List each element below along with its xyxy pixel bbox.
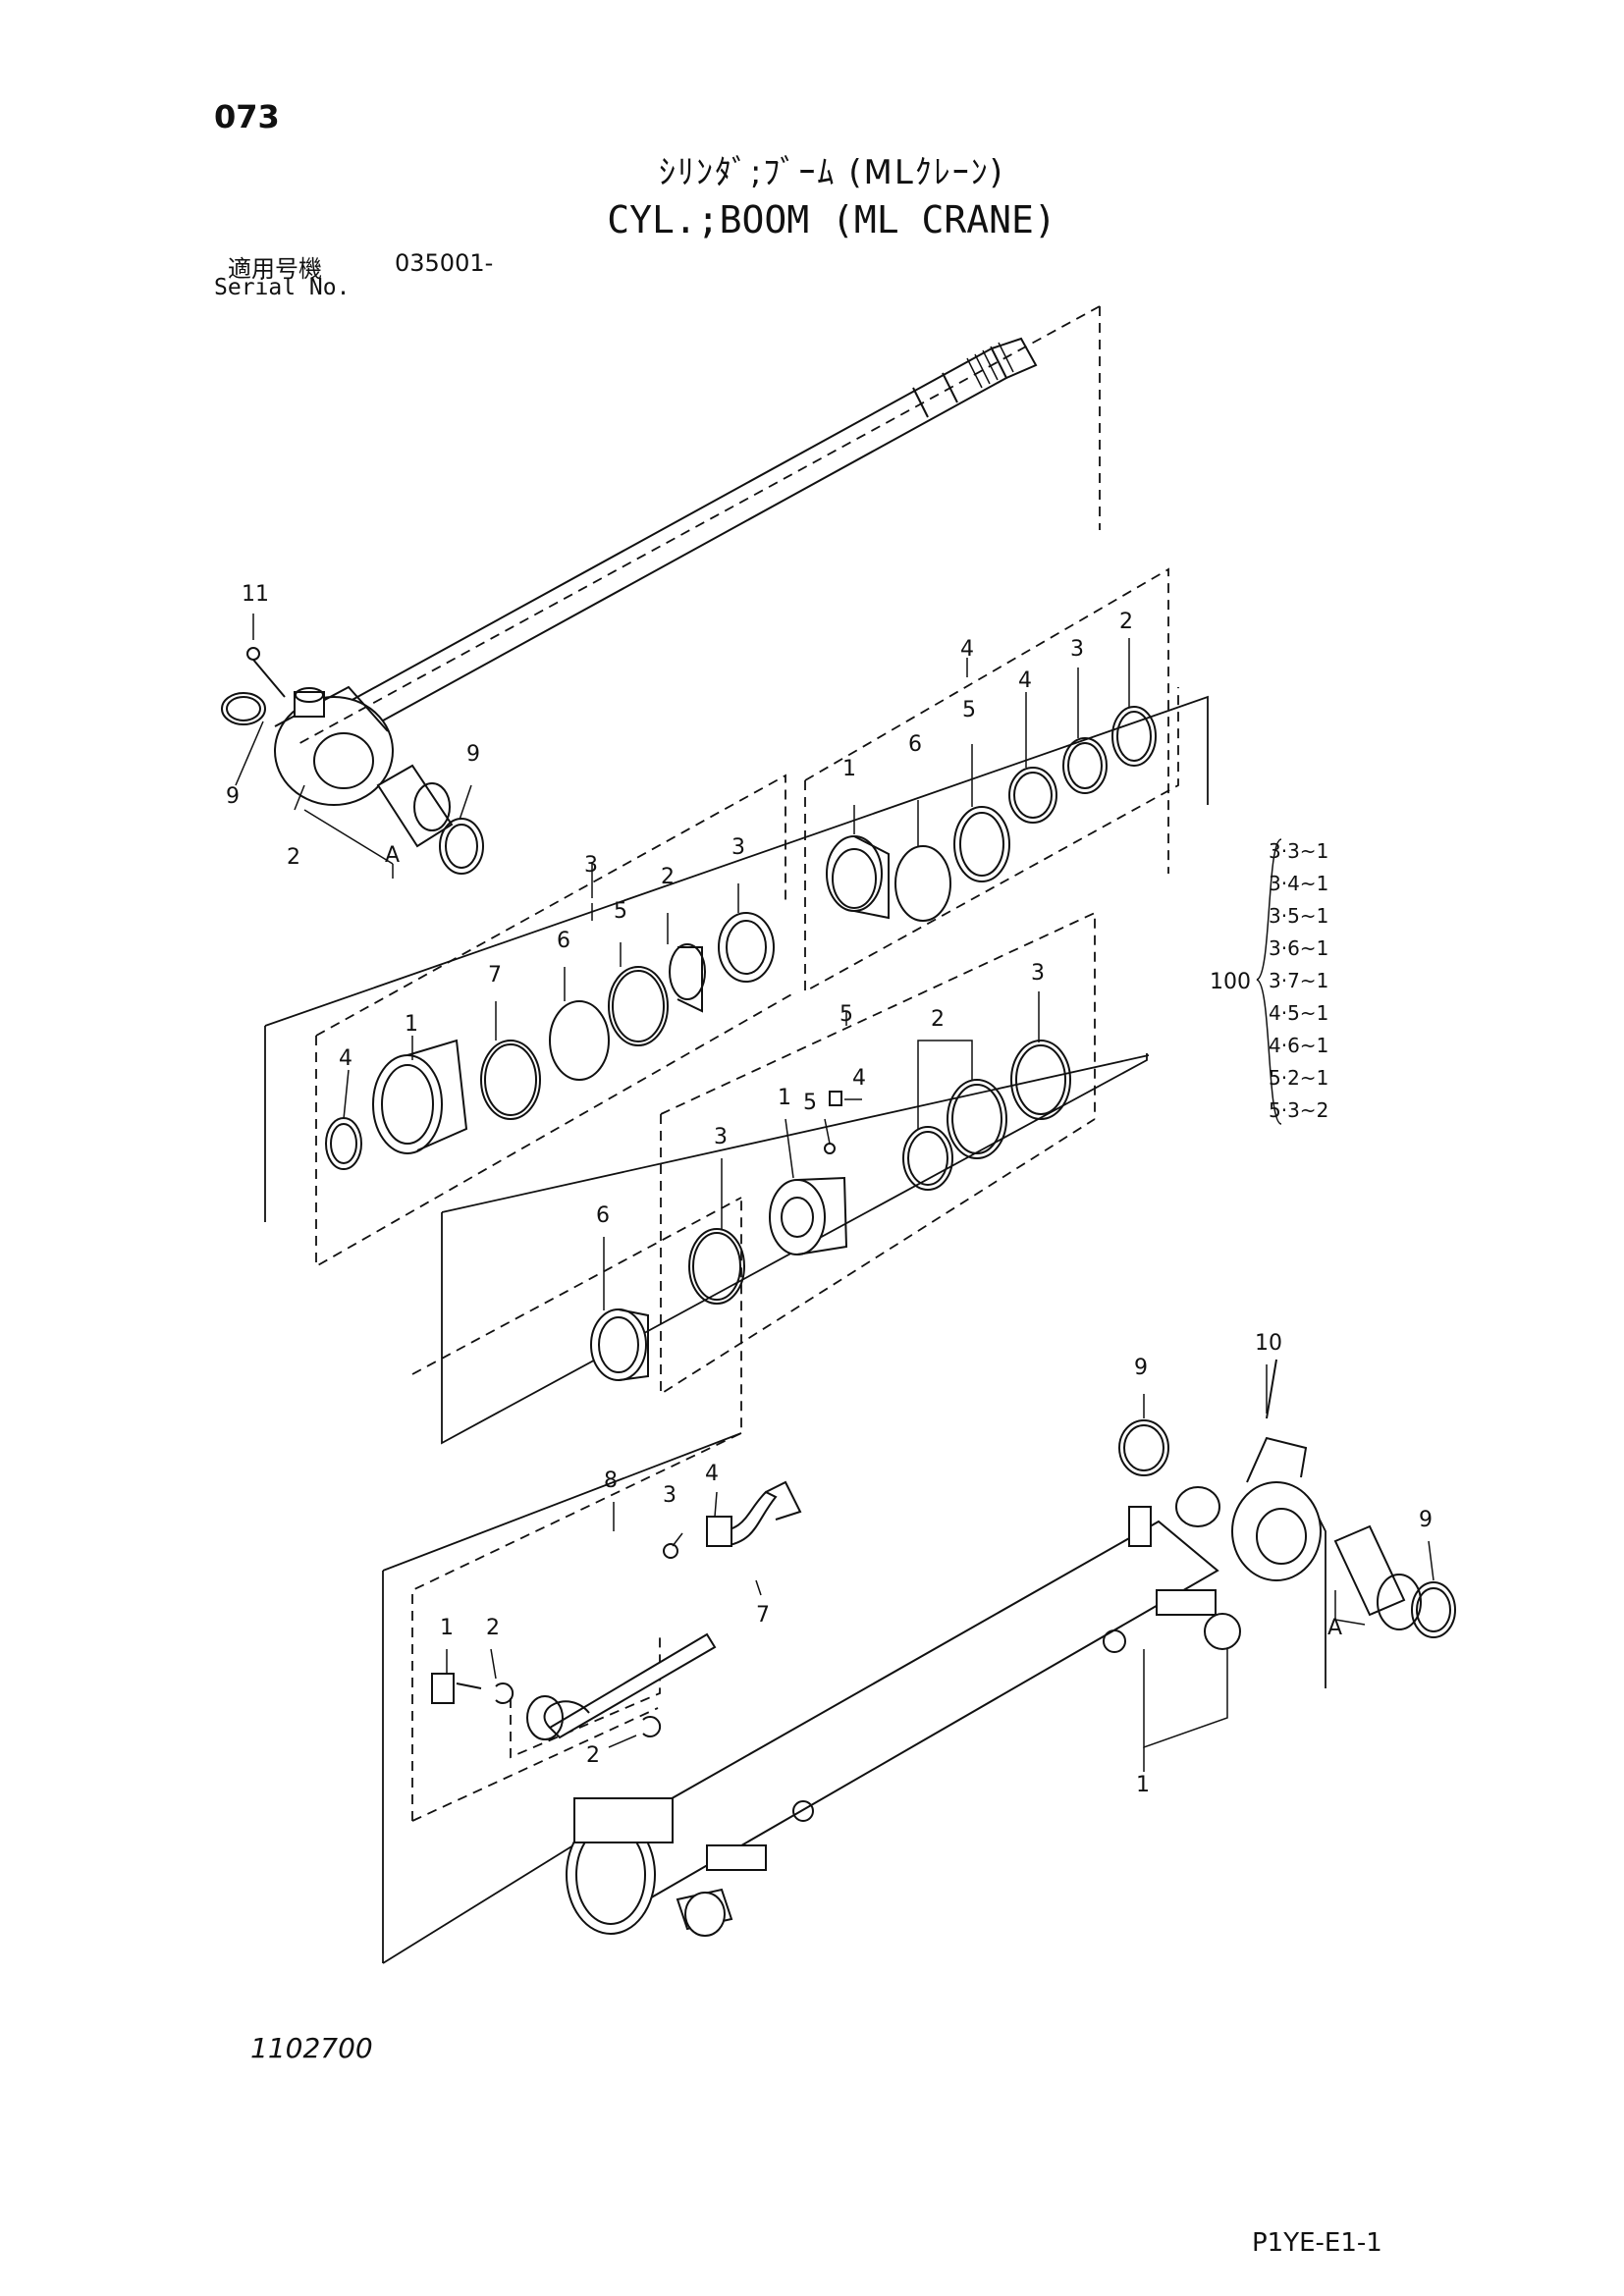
kit-item: 5·3~2 [1269,1098,1329,1122]
callout: 3 [584,853,598,878]
callout: 4 [1018,668,1032,693]
callout: 4 [960,637,974,662]
callout: 6 [557,929,570,953]
sheet-id: P1YE-E1-1 [1252,2228,1382,2258]
leader-lines [235,614,1435,1772]
callout: 1 [1136,1773,1150,1797]
callout: A [1327,1616,1342,1640]
callout: 9 [1134,1356,1148,1380]
drawing-number: 1102700 [250,2032,373,2064]
serial-value: 035001- [395,249,494,277]
callout: 11 [242,582,269,607]
callout: 1 [842,757,856,781]
callout: 8 [604,1468,618,1493]
callout: 3 [1070,637,1084,662]
kit-item: 3·4~1 [1269,872,1329,895]
callout: 9 [226,784,240,809]
callout: 5 [614,899,627,924]
callout: 3 [663,1483,677,1508]
callout: 2 [486,1616,500,1640]
cylinder-tube [566,1359,1456,1937]
callout: 2 [931,1007,945,1032]
title-japanese: ｼﾘﾝﾀﾞ;ﾌﾞｰﾑ (MLｸﾚｰﾝ) [658,153,1005,192]
callout: 2 [1119,610,1133,634]
kit-item: 4·6~1 [1269,1034,1329,1057]
callout: 7 [756,1603,770,1628]
kit-item: 4·5~1 [1269,1001,1329,1025]
callout: 9 [466,742,480,767]
callout: 5 [803,1091,817,1115]
callout: 2 [287,845,300,870]
kit-number: 100 [1210,970,1251,994]
callout: 5 [962,698,976,722]
pipe-assembly [431,1480,802,1740]
piston-parts [325,912,775,1170]
kit-item: 3·5~1 [1269,904,1329,928]
kit-item: 3·3~1 [1269,839,1329,863]
callout: 4 [852,1066,866,1091]
callout: 6 [596,1203,610,1228]
callout: A [385,843,400,868]
kit-item: 3·6~1 [1269,936,1329,960]
callout: 3 [1031,961,1045,986]
callout: 4 [705,1462,719,1486]
callout: 2 [586,1743,600,1768]
callout: 7 [488,963,502,988]
callout: 10 [1255,1331,1282,1356]
rod-eye-bushing [221,647,484,875]
callout: 1 [778,1086,791,1110]
page-number: 073 [214,98,280,135]
piston-assembly-parts [590,1040,1071,1381]
kit-brace [1256,838,1282,1125]
callout: 3 [731,835,745,860]
callout: 6 [908,732,922,757]
group-boundaries [294,305,1179,1822]
callout: 1 [440,1616,454,1640]
callout: 2 [661,865,675,889]
serial-label-english: Serial No. [214,275,351,300]
callout-labels: 11 9 9 2 A 3 4 1 6 5 4 3 2 4 1 7 6 5 2 3… [226,582,1433,1797]
kit-item: 5·2~1 [1269,1066,1329,1090]
callout: 1 [405,1012,418,1037]
gland-parts [826,706,1157,922]
callout: 9 [1419,1508,1433,1532]
piston-rod [274,337,1038,806]
serial-label-japanese: 適用号機 [228,255,322,283]
title-english: CYL.;BOOM (ML CRANE) [607,198,1056,241]
kit-item: 3·7~1 [1269,969,1329,992]
callout: 5 [839,1002,853,1027]
callout: 3 [714,1125,728,1149]
callout: 4 [339,1046,352,1071]
